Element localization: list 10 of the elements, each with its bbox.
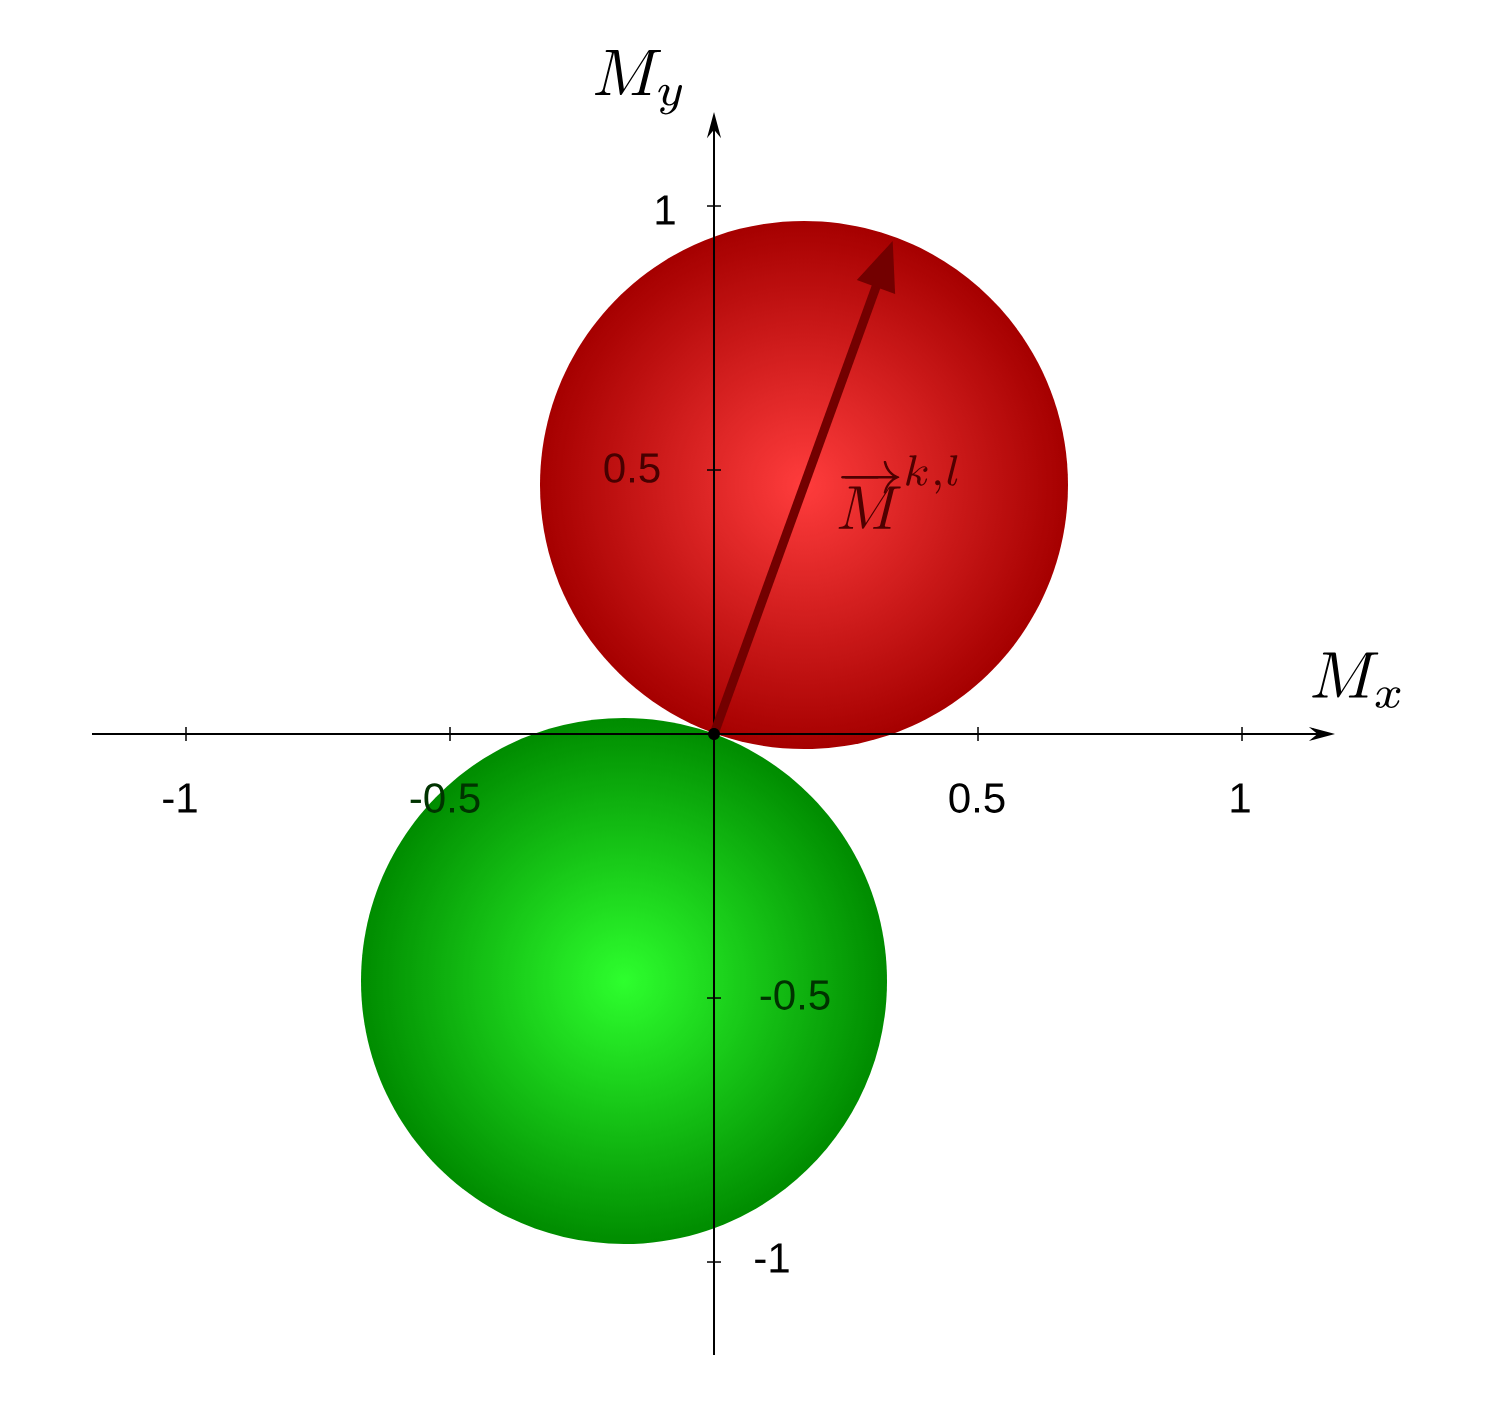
axis-label: $M_{x}$ [1312,652,1401,708]
tick-label: 0.5 [604,453,660,483]
vector-label: $\overrightarrow{M}^{k,l}$ [838,455,958,529]
tick-label: -0.5 [760,980,830,1010]
tick-label: 1 [1231,783,1250,813]
tick-label: 1 [656,195,675,225]
tick-label: -1 [163,783,197,813]
axis-label: $M_{y}$ [594,50,683,115]
tick-label: -1 [755,1243,789,1273]
tick-label: 0.5 [949,783,1005,813]
